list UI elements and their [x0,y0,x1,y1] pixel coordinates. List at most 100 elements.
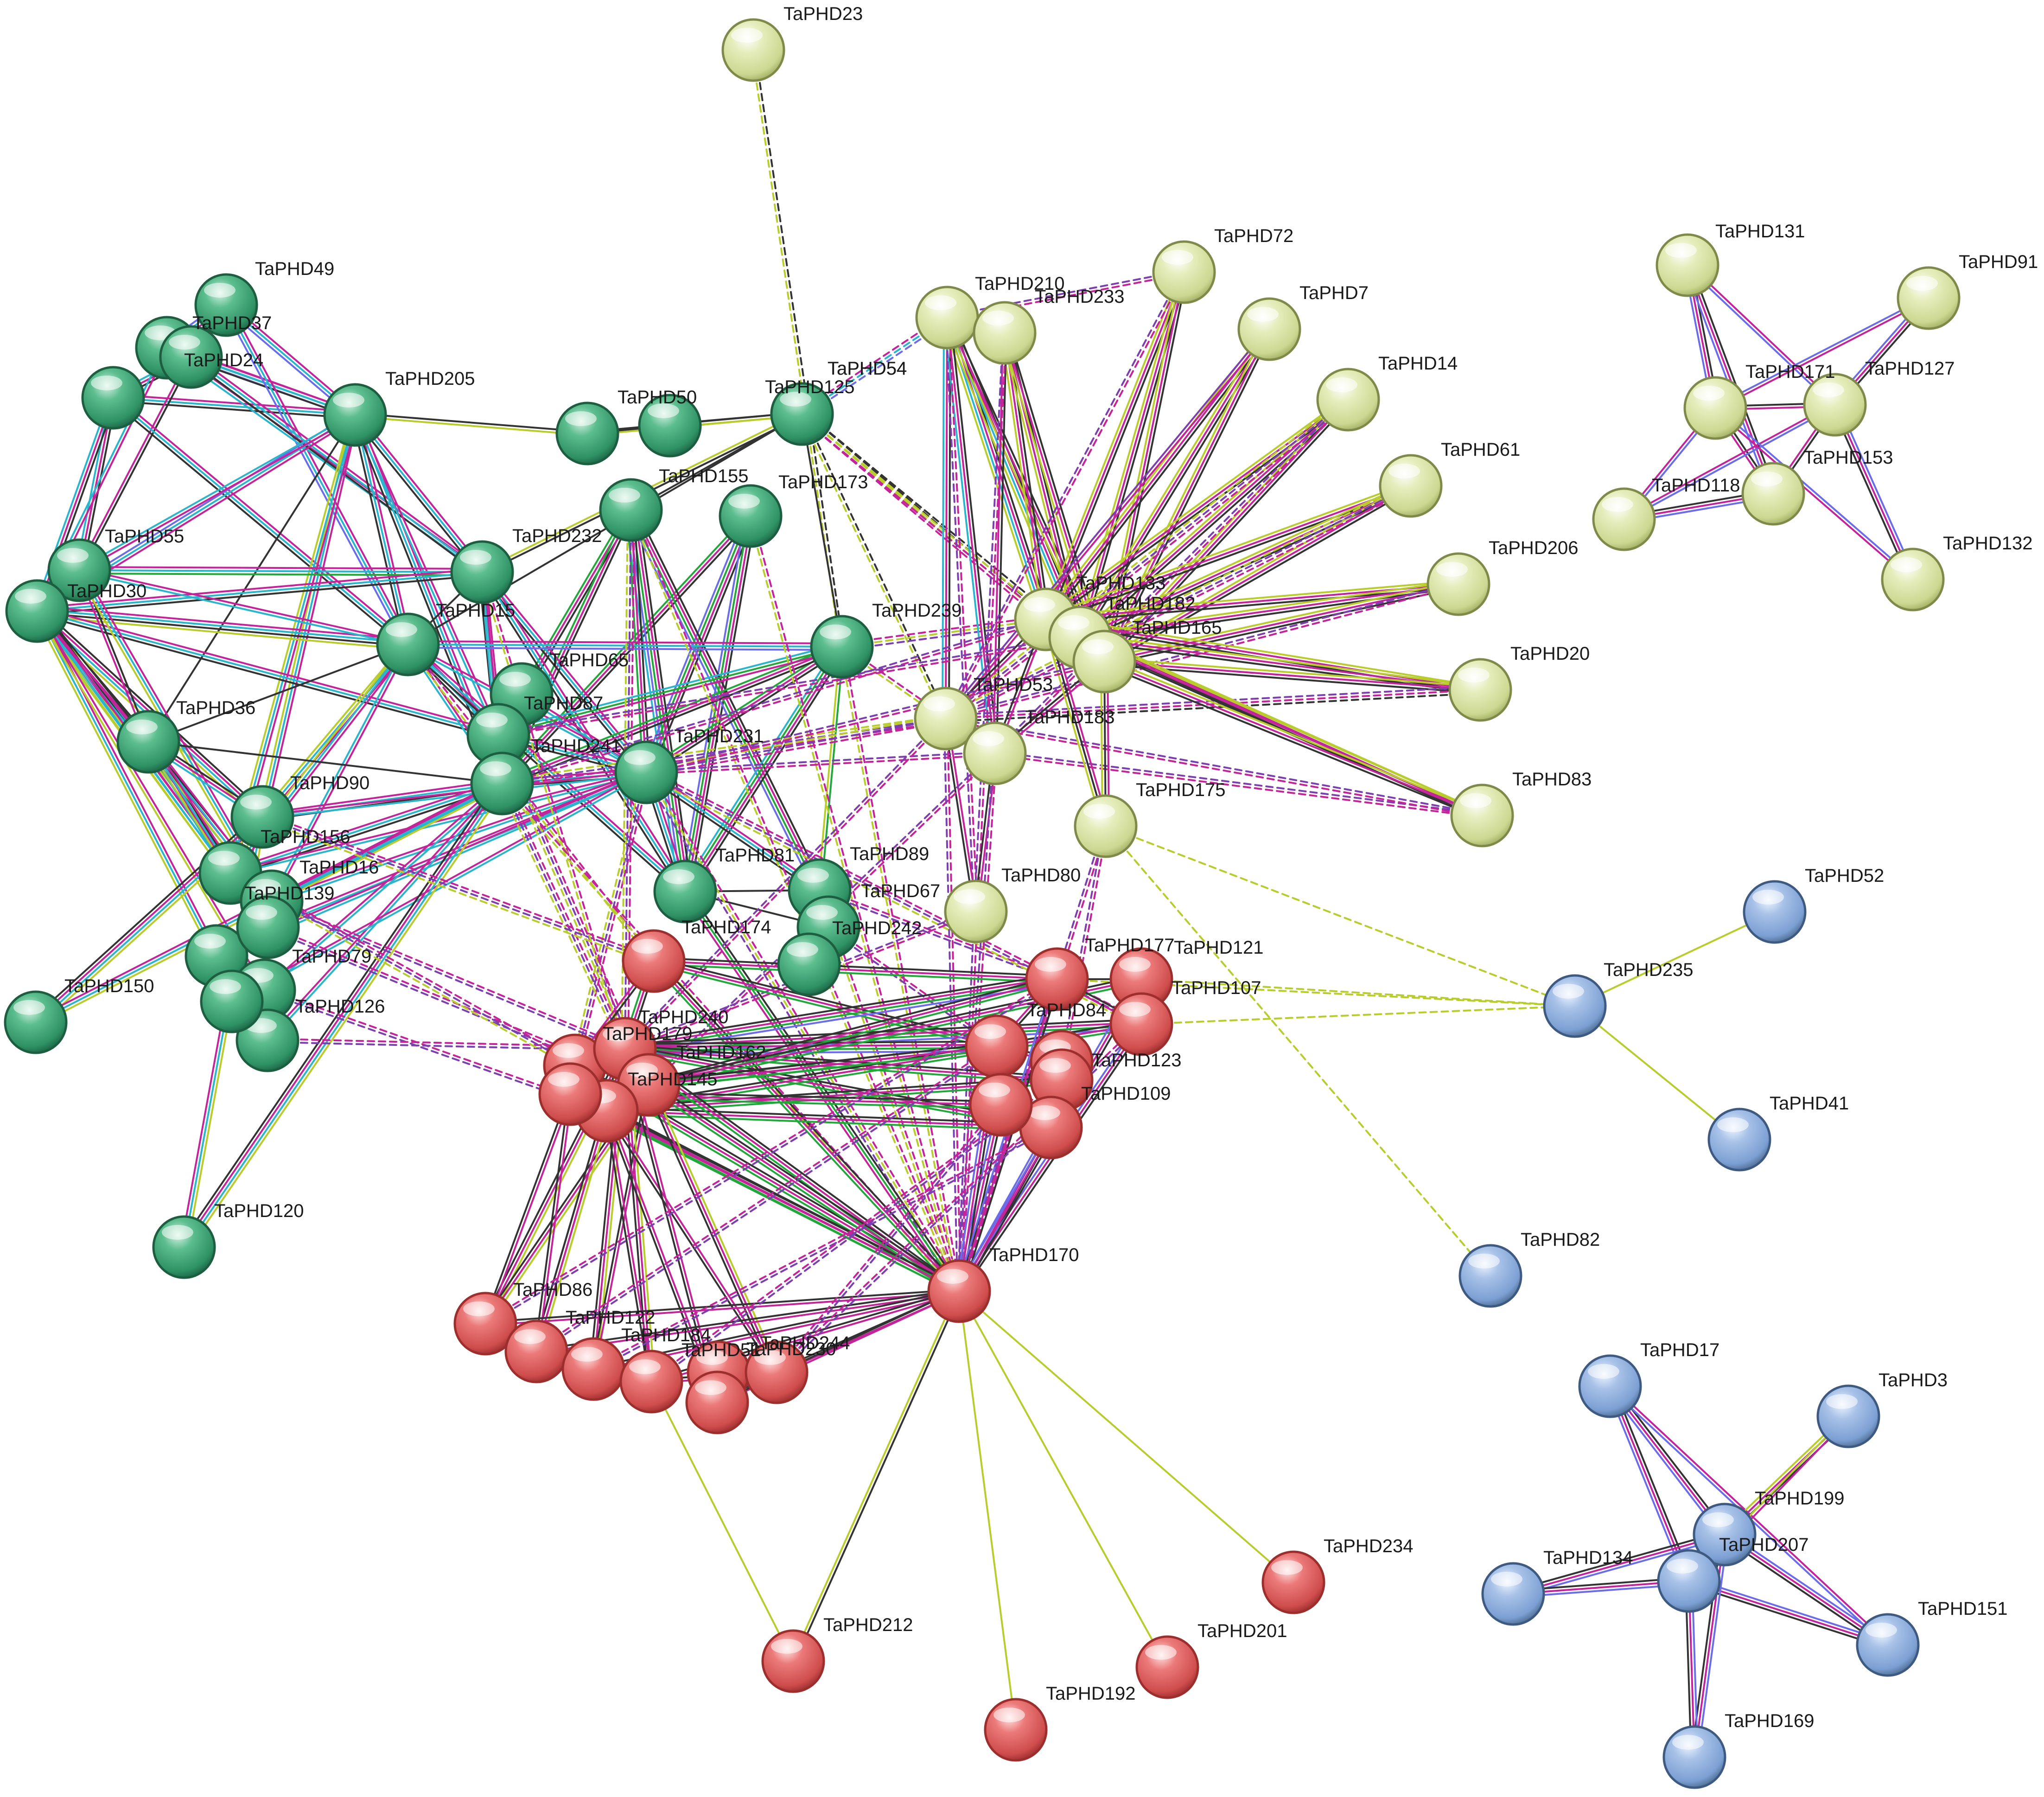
edge-strand-green [682,515,750,892]
node-TaPHD177[interactable] [1025,947,1089,1011]
node-TaPHD192[interactable] [984,1698,1048,1762]
node-TaPHD17[interactable] [1578,1354,1642,1418]
edge-TaPHD230-TaPHD162 [644,1083,781,1375]
node-TaPHD20[interactable] [1448,658,1512,722]
edge-strand-magenta [1004,332,1047,620]
edge-strand-magenta [486,1094,573,1325]
node-TaPHD241[interactable] [470,752,534,816]
node-TaPHD207[interactable] [1657,1549,1721,1613]
node-highlight [246,905,277,920]
node-TaPHD232[interactable] [450,540,514,604]
node-TaPHD131[interactable] [1656,233,1719,297]
node-highlight [15,589,46,604]
node-TaPHD205[interactable] [323,383,387,447]
edge-TaPHD232-TaPHD240 [479,570,628,1051]
node-TaPHD173[interactable] [719,484,783,548]
node-label-TaPHD125: TaPHD125 [765,377,854,397]
node-TaPHD90[interactable] [230,785,294,849]
node-TaPHD171[interactable] [1683,376,1747,440]
node-TaPHD55[interactable] [47,538,111,602]
node-TaPHD7[interactable] [1237,297,1301,361]
node-TaPHD87[interactable] [466,703,530,767]
node-TaPHD231[interactable] [614,740,678,804]
node-TaPHD239[interactable] [810,615,874,679]
edge-strand-magenta [592,1125,1051,1369]
node-TaPHD132[interactable] [1881,548,1945,612]
node-TaPHD24[interactable] [159,325,223,389]
node-label-TaPHD242: TaPHD242 [832,918,922,938]
node-TaPHD51[interactable] [619,1350,683,1414]
node-TaPHD155[interactable] [599,478,663,542]
node-TaPHD50[interactable] [555,401,619,465]
edge-strand-magenta [484,977,1057,1324]
node-TaPHD15[interactable] [376,612,440,676]
node-TaPHD84[interactable] [965,1014,1029,1078]
node-TaPHD86[interactable] [453,1292,517,1356]
node-TaPHD139[interactable] [236,895,300,959]
node-TaPHD199[interactable] [1693,1503,1757,1567]
edge-TaPHD16-TaPHD240 [270,898,627,1051]
node-TaPHD41[interactable] [1707,1108,1771,1172]
edge-TaPHD177-TaPHD235 [1056,978,1576,1007]
node-TaPHD109[interactable] [1019,1096,1083,1160]
node-TaPHD91[interactable] [1897,266,1961,330]
node-TaPHD72[interactable] [1152,240,1216,304]
node-highlight [1326,377,1357,392]
node-TaPHD151[interactable] [1856,1613,1920,1677]
node-TaPHDx8[interactable] [685,1370,749,1434]
node-TaPHD230[interactable] [745,1340,809,1404]
edge-strand-cyan [77,412,356,570]
node-TaPHD150[interactable] [4,990,68,1054]
node-TaPHD174[interactable] [622,929,686,993]
node-TaPHD82[interactable] [1458,1244,1522,1308]
node-TaPHD23[interactable] [721,18,785,82]
edge-TaPHD125-TaPHD133 [799,410,1049,623]
node-TaPHD206[interactable] [1426,552,1490,616]
node-TaPHD14[interactable] [1316,368,1380,432]
node-TaPHD183[interactable] [963,721,1027,785]
node-TaPHD153[interactable] [1741,462,1805,526]
node-TaPHD210[interactable] [915,286,979,350]
node-TaPHDx2[interactable] [638,394,702,458]
edge-TaPHD89-TaPHD177 [818,887,1059,982]
node-TaPHD134[interactable] [1481,1562,1545,1626]
node-TaPHD201[interactable] [1135,1635,1199,1699]
node-TaPHDx7[interactable] [538,1062,602,1126]
node-TaPHD212[interactable] [761,1629,825,1693]
node-TaPHD83[interactable] [1450,784,1514,848]
node-TaPHD234[interactable] [1261,1550,1325,1614]
node-TaPHD49[interactable] [194,273,258,337]
node-TaPHDx4[interactable] [200,969,264,1033]
node-TaPHD165[interactable] [1072,630,1136,694]
node-TaPHD170[interactable] [927,1259,991,1323]
node-TaPHD107[interactable] [1109,992,1173,1056]
edge-strand-blue [1696,1534,1729,1759]
node-TaPHD169[interactable] [1662,1725,1726,1789]
node-TaPHD52[interactable] [1743,880,1807,944]
node-TaPHD81[interactable] [653,860,717,924]
node-TaPHD120[interactable] [152,1215,216,1279]
node-TaPHD122[interactable] [504,1319,568,1383]
edge-strand-yellow [650,1381,794,1662]
node-TaPHD80[interactable] [944,879,1008,943]
node-TaPHD30[interactable] [5,579,69,643]
node-TaPHD118[interactable] [1592,487,1656,551]
node-TaPHD127[interactable] [1803,373,1867,437]
node-TaPHD54[interactable] [770,382,834,446]
node-TaPHDx1[interactable] [81,366,145,430]
node-TaPHDx6[interactable] [969,1073,1033,1137]
node-TaPHD53[interactable] [914,687,978,751]
node-TaPHD175[interactable] [1074,794,1138,858]
node-TaPHD36[interactable] [116,710,180,774]
edge-strand-magenta [79,415,357,573]
node-highlight [1388,464,1420,478]
node-highlight [1083,804,1115,819]
node-TaPHD3[interactable] [1816,1384,1880,1448]
node-TaPHD61[interactable] [1379,454,1443,518]
node-TaPHD242[interactable] [777,932,841,996]
node-TaPHD123[interactable] [1030,1048,1094,1112]
edge-strand-yellow [841,618,1047,648]
node-TaPHD233[interactable] [973,301,1037,365]
node-TaPHD184[interactable] [561,1337,625,1401]
node-TaPHD235[interactable] [1543,974,1607,1038]
